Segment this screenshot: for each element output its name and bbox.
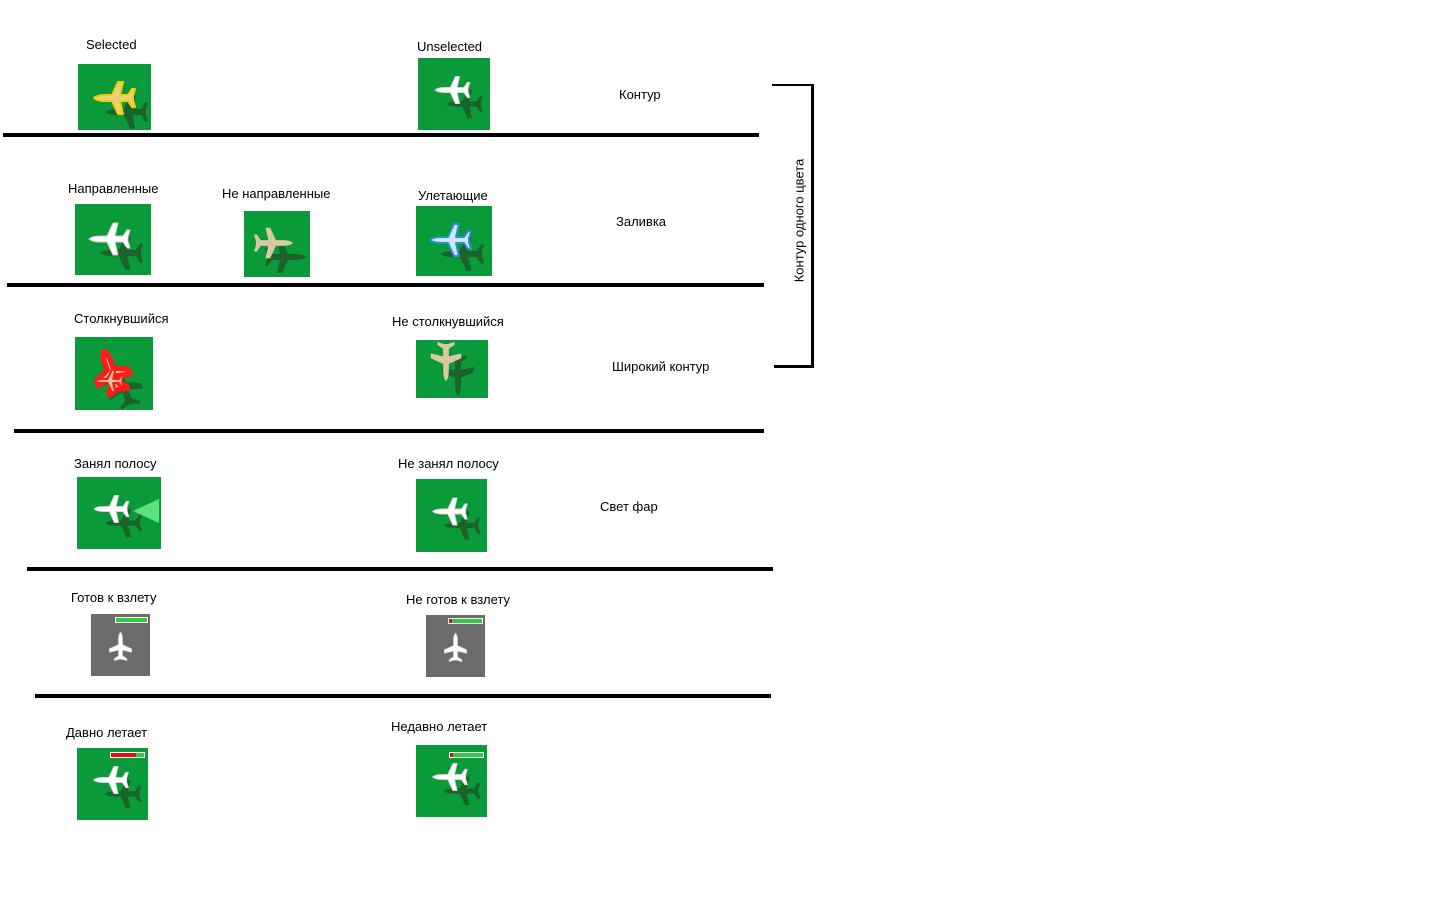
- side-label-headlights: Свет фар: [600, 499, 658, 514]
- airplane-shadow-icon: [100, 236, 144, 270]
- bracket-bottom: [774, 365, 814, 368]
- airplane-shadow-icon: [443, 511, 481, 540]
- airplane-icon: [443, 632, 468, 663]
- divider-line: [7, 283, 764, 287]
- tile-undirected-plane: [244, 211, 310, 277]
- label-ready-takeoff: Готов к взлету: [71, 590, 157, 605]
- airplane-icon: [434, 75, 483, 119]
- label-unselected: Unselected: [417, 39, 483, 54]
- airplane-icon: [108, 631, 133, 662]
- airplane-shadow-icon: [104, 779, 142, 809]
- airplane-icon: [88, 222, 144, 270]
- airplane-body: [254, 227, 293, 259]
- label-leaving: Улетающие: [418, 188, 488, 203]
- airplane-shadow-icon: [442, 355, 474, 396]
- progress-bar: [448, 618, 483, 624]
- label-collided: Столкнувшийся: [74, 311, 169, 326]
- side-label-outline: Контур: [619, 87, 661, 102]
- airplane-body: [93, 368, 125, 394]
- airplane-icon: [93, 765, 142, 809]
- airplane-body: [93, 81, 136, 115]
- progress-bar: [115, 617, 148, 623]
- airplane-body: [108, 631, 133, 662]
- airplane-body: [430, 342, 462, 382]
- airplane-body: [432, 762, 468, 792]
- tile-flying-recent-plane: [416, 745, 487, 817]
- tile-unselected-plane: [418, 58, 490, 130]
- tile-took-runway-plane: [77, 477, 161, 549]
- tile-directed-plane: [75, 204, 151, 275]
- airplane-shadow-icon: [443, 776, 481, 806]
- label-flying-long: Давно летает: [66, 725, 148, 740]
- side-label-fill: Заливка: [616, 214, 667, 229]
- airplane-icon: [432, 497, 481, 540]
- tile-flying-long-plane: [77, 748, 148, 820]
- airplane-icon: [254, 227, 306, 273]
- label-not-ready-takeoff: Не готов к взлету: [406, 592, 511, 607]
- label-took-runway: Занял полосу: [74, 456, 157, 471]
- airplane-body: [429, 223, 472, 257]
- airplane-icon: [93, 81, 149, 129]
- side-label-wide-outline: Широкий контур: [612, 359, 710, 374]
- airplane-body: [432, 497, 468, 526]
- tile-ready-takeoff-plane: [91, 614, 150, 676]
- airplane-icon: [432, 762, 481, 806]
- airplane-icon: [93, 494, 159, 538]
- bracket-top: [772, 84, 813, 86]
- tile-not-took-runway-plane: [416, 479, 487, 552]
- airplane-body: [88, 222, 131, 256]
- airplane-shadow-icon: [441, 237, 485, 271]
- tile-leaving-plane: [416, 206, 492, 276]
- airplane-icon: [430, 342, 474, 396]
- divider-line: [27, 567, 773, 571]
- label-flying-recent: Недавно летает: [391, 719, 488, 734]
- airplane-body: [434, 75, 471, 105]
- divider-line: [3, 133, 759, 137]
- tile-selected-plane: [78, 64, 151, 130]
- tile-not-ready-takeoff-plane: [426, 615, 485, 677]
- bracket-label: Контур одного цвета: [791, 158, 807, 283]
- progress-bar: [110, 752, 145, 758]
- tile-not-collided-plane: [416, 340, 488, 398]
- label-directed: Направленные: [68, 181, 159, 196]
- label-not-took-runway: Не занял полосу: [398, 456, 499, 471]
- headlight-beam-icon: [133, 499, 159, 523]
- airplane-icon: [93, 348, 143, 411]
- airplane-body: [443, 632, 468, 663]
- progress-bar: [449, 752, 484, 758]
- label-selected: Selected: [86, 37, 137, 52]
- airplane-body: [93, 765, 129, 795]
- label-undirected: Не направленные: [222, 186, 331, 201]
- divider-line: [14, 429, 764, 433]
- airplane-shadow-icon: [105, 95, 149, 129]
- tile-collided-plane: [75, 337, 153, 411]
- airplane-shadow-icon: [105, 508, 142, 538]
- airplane-shadow-icon: [446, 89, 483, 119]
- bracket-vertical: [811, 84, 814, 368]
- airplane-icon: [429, 223, 485, 271]
- label-not-collided: Не столкнувшийся: [392, 314, 504, 329]
- airplane-body: [93, 494, 130, 524]
- divider-line: [35, 694, 771, 698]
- airplane-shadow-icon: [265, 241, 306, 273]
